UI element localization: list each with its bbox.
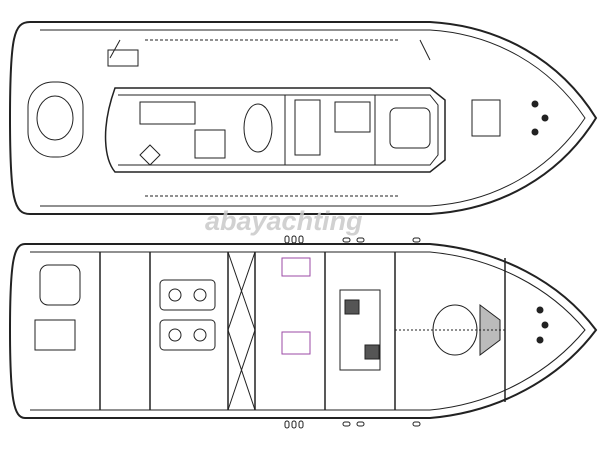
upper-house-top xyxy=(118,94,439,166)
upper-house xyxy=(104,87,446,173)
watermark: abayachting xyxy=(205,206,363,236)
lower-deck-plan xyxy=(8,235,598,429)
dining-table xyxy=(243,103,273,153)
engines xyxy=(159,279,216,351)
lower-hull-outline xyxy=(8,243,598,419)
portholes xyxy=(284,235,421,429)
upper-deck-plan xyxy=(8,21,598,215)
upper-deck-inner xyxy=(40,29,586,207)
cabin-beds xyxy=(281,257,311,355)
bow-fittings xyxy=(531,100,549,136)
stern-seat xyxy=(27,81,84,158)
bow-fittings-lower xyxy=(536,306,549,344)
upper-hull-outline xyxy=(8,21,598,215)
lower-hull-inner xyxy=(30,251,586,411)
hot-tub xyxy=(36,95,74,141)
